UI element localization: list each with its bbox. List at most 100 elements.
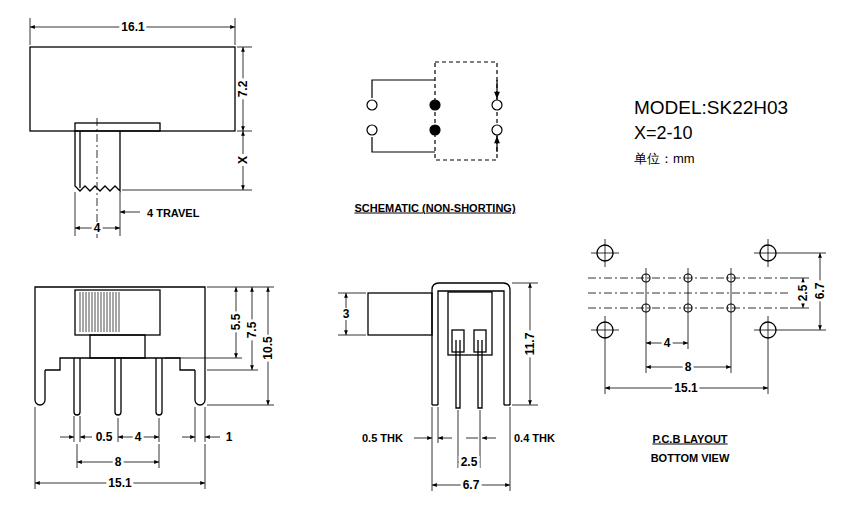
knob-grip-part	[116, 292, 117, 332]
front-view-dimensions-part	[207, 370, 258, 371]
dimension: 15.1	[106, 477, 133, 489]
knob-grip-part	[89, 292, 90, 332]
switch-schematic-part	[492, 125, 502, 135]
dimension: 2.5	[459, 456, 480, 468]
dimension: 6.7	[461, 479, 482, 491]
dimension: 11.7	[524, 331, 536, 358]
front-view-dimensions-part	[80, 437, 92, 438]
front-view-dimensions-part	[182, 437, 195, 438]
front-view-dimensions-part	[159, 444, 160, 468]
top-view-dimensions-part	[237, 47, 252, 48]
pcb-layout-part	[768, 344, 769, 394]
switch-schematic	[367, 62, 502, 160]
front-view-dimensions-part	[165, 358, 242, 359]
side-view-part	[456, 340, 460, 408]
front-view-part	[45, 358, 75, 370]
knob-grip-part	[104, 292, 105, 332]
pcb-layout-part	[790, 278, 809, 279]
front-view-dimensions-part	[60, 437, 74, 438]
top-view-dimensions-part	[235, 18, 236, 45]
range-note: X=2-10	[632, 124, 695, 142]
knob-grip-part	[95, 292, 96, 332]
travel-note: 4 TRAVEL	[145, 208, 201, 219]
pcb-layout-part	[731, 318, 732, 373]
front-view-dimensions-part	[207, 405, 274, 406]
side-view-dimensions-part	[480, 410, 481, 468]
knob-grip-part	[98, 292, 99, 332]
top-view-dimensions-part	[120, 212, 140, 213]
knob-grip-part	[80, 292, 81, 332]
pcb-layout-part	[588, 293, 790, 294]
knob-grip-part	[110, 292, 111, 332]
front-view-dimensions-part	[80, 416, 81, 442]
model-title: MODEL:SK22H03	[632, 98, 790, 117]
side-view-part	[448, 292, 492, 355]
front-view-dimensions-part	[159, 418, 160, 442]
side-view-dimensions-part	[510, 407, 511, 491]
switch-schematic-part	[430, 125, 440, 135]
side-view-part	[474, 330, 486, 352]
top-view-dimensions-part	[237, 131, 252, 132]
side-view-dimensions-part	[414, 438, 432, 439]
dimension: 2.5	[797, 283, 809, 304]
side-view-dimensions	[338, 283, 538, 491]
top-view	[30, 47, 235, 191]
top-view-part	[30, 47, 235, 131]
dimension: 8	[113, 456, 124, 468]
dimension: 3	[341, 308, 352, 320]
pcb-layout-part	[782, 330, 826, 331]
switch-schematic-part	[430, 100, 440, 110]
front-view-dimensions-part	[74, 416, 75, 442]
dimension: 6.7	[814, 281, 826, 302]
switch-schematic-part	[372, 80, 435, 98]
top-view-dimensions-part	[75, 192, 76, 236]
dimension: 7.2	[237, 79, 249, 100]
top-view-part	[75, 131, 120, 191]
view-caption: BOTTOM VIEW	[649, 453, 732, 464]
dimension: 7.5	[246, 320, 258, 341]
side-view	[368, 283, 510, 408]
side-view-part	[432, 283, 510, 405]
front-view-dimensions-part	[35, 407, 36, 489]
knob-grip-part	[86, 292, 87, 332]
front-view-part	[156, 358, 162, 415]
view-caption: SCHEMATIC (NON-SHORTING)	[352, 203, 517, 214]
side-view-part	[438, 291, 504, 405]
front-view-part	[90, 335, 145, 358]
side-view-dimensions-part	[338, 335, 366, 336]
front-view-dimensions	[35, 287, 274, 489]
side-view-part	[478, 340, 482, 408]
front-view-part	[74, 358, 80, 415]
switch-schematic-part	[367, 125, 377, 135]
switch-schematic-part	[492, 100, 502, 110]
side-view-part	[452, 330, 464, 352]
side-view-dimensions-part	[482, 438, 496, 439]
switch-schematic-part	[435, 62, 497, 160]
side-view-dimensions-part	[512, 283, 538, 284]
top-view-part	[79, 131, 80, 188]
thickness-note: 0.5 THK	[360, 433, 405, 444]
pcb-layout-part	[782, 253, 826, 254]
top-view-dimensions-part	[122, 190, 252, 191]
side-view-dimensions-part	[466, 438, 478, 439]
knob-grip-part	[92, 292, 93, 332]
pcb-layout-part	[646, 268, 731, 318]
switch-schematic-part	[372, 137, 435, 152]
view-caption: P.C.B LAYOUT	[650, 434, 729, 445]
pcb-layout-part	[588, 278, 790, 279]
dimension: 15.1	[672, 382, 699, 394]
side-view-dimensions-part	[438, 438, 452, 439]
dimension: 16.1	[119, 21, 146, 33]
dimension: 4	[133, 431, 144, 443]
front-view-dimensions-part	[207, 287, 274, 288]
dimension: 8	[683, 361, 694, 373]
top-view-dimensions	[30, 18, 252, 240]
front-view-dimensions-part	[205, 437, 220, 438]
front-view-part	[160, 358, 195, 370]
dimension: 1	[224, 431, 235, 443]
front-view-dimensions-part	[118, 418, 119, 442]
top-view-dimensions-part	[30, 18, 31, 45]
front-view-part	[115, 358, 121, 415]
pcb-layout-part	[588, 308, 790, 309]
dimension: 4	[92, 222, 103, 234]
